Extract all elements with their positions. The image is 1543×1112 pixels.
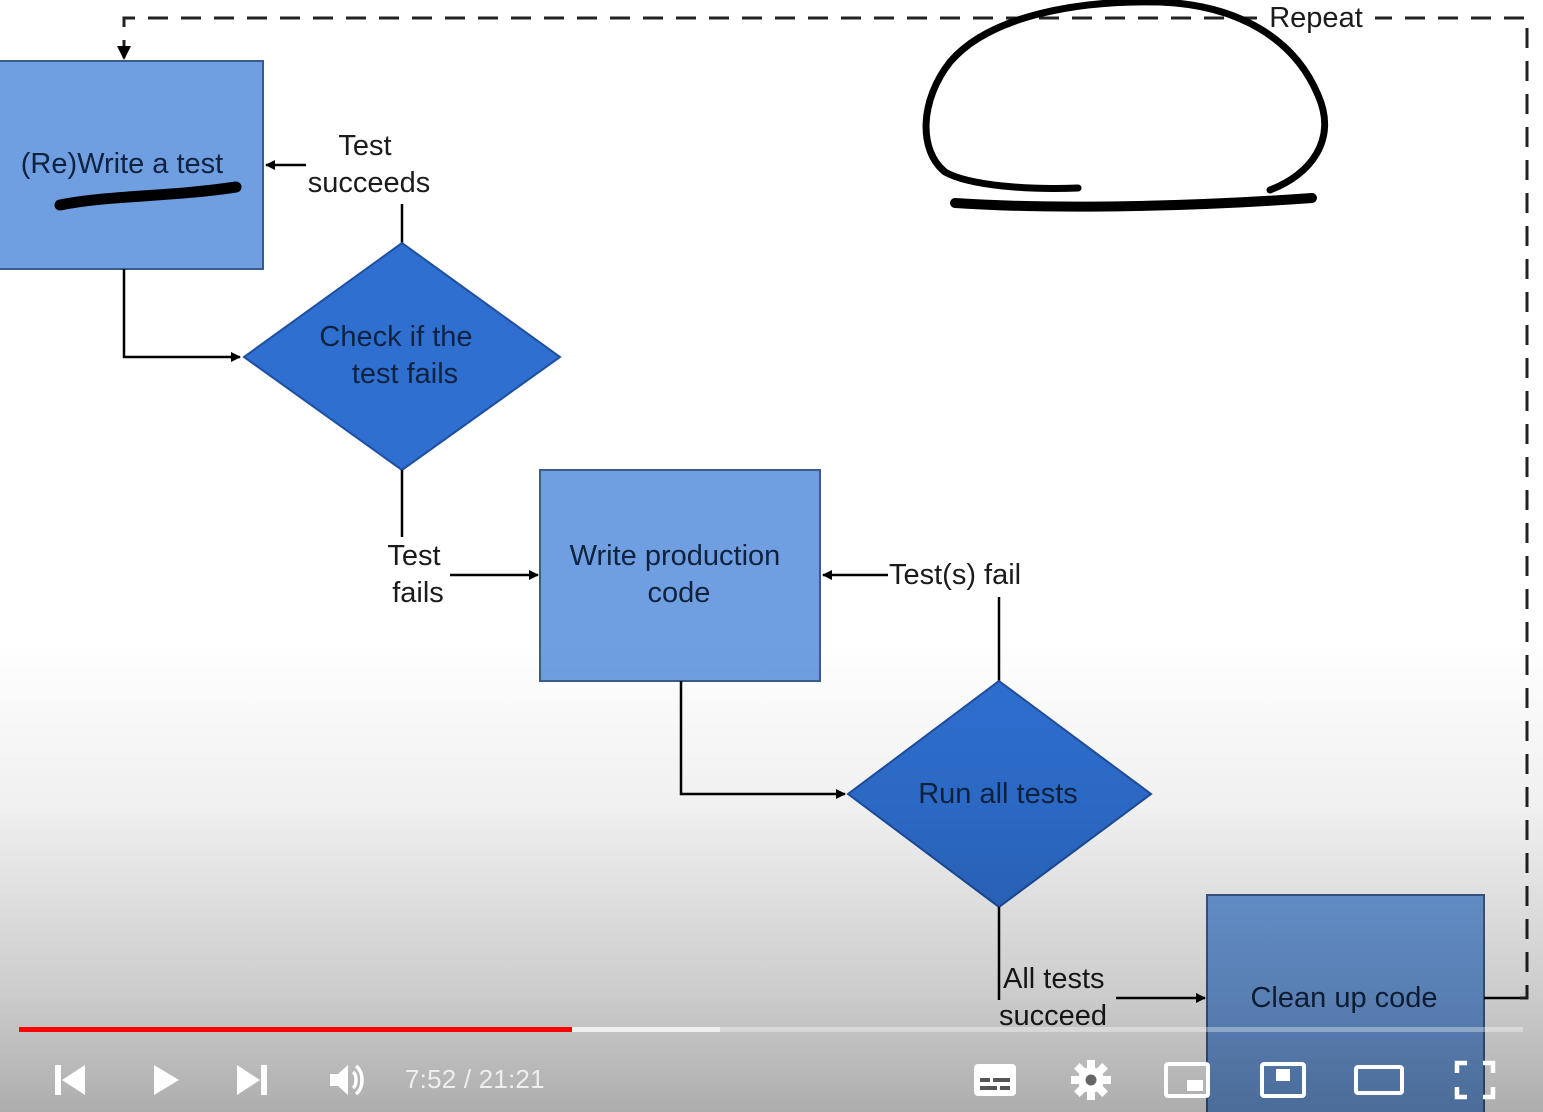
next-button[interactable] bbox=[226, 1048, 278, 1112]
edge-label-test-succeeds: Test succeeds bbox=[308, 130, 431, 199]
wide-mode-icon bbox=[1354, 1065, 1404, 1095]
miniplayer-button[interactable] bbox=[1160, 1048, 1214, 1112]
miniplayer-icon bbox=[1164, 1062, 1210, 1098]
fullscreen-button[interactable] bbox=[1448, 1048, 1502, 1112]
node-check-fails bbox=[242, 241, 562, 472]
settings-button[interactable] bbox=[1064, 1048, 1118, 1112]
node-write-test bbox=[0, 60, 264, 270]
time-display: 7:52 / 21:21 bbox=[405, 1064, 545, 1094]
previous-icon bbox=[55, 1065, 85, 1095]
settings-gear-icon bbox=[1071, 1060, 1111, 1100]
node-clean-up-code-label: Clean up code bbox=[1250, 982, 1437, 1014]
volume-icon bbox=[330, 1064, 364, 1096]
node-write-production-code-label: Write production code bbox=[570, 540, 789, 609]
play-icon bbox=[154, 1065, 179, 1095]
edge-label-tests-fail: Test(s) fail bbox=[889, 559, 1021, 591]
repeat-label: Repeat bbox=[1269, 2, 1363, 34]
node-run-all-tests-label: Run all tests bbox=[918, 778, 1078, 810]
subtitles-button[interactable] bbox=[968, 1048, 1022, 1112]
progress-track bbox=[19, 1027, 1523, 1032]
node-write-production-code bbox=[539, 469, 821, 682]
handdrawn-scribble-underline bbox=[950, 193, 1317, 212]
next-icon bbox=[237, 1065, 267, 1095]
edge-code-to-run bbox=[679, 681, 846, 799]
handdrawn-scribble-loop bbox=[922, 0, 1329, 194]
repeat-loop-line bbox=[122, 16, 1529, 1000]
wide-mode-button[interactable] bbox=[1352, 1048, 1406, 1112]
node-write-test-label: (Re)Write a test bbox=[21, 148, 224, 180]
edge-write-to-check bbox=[122, 269, 241, 362]
volume-button[interactable] bbox=[320, 1048, 372, 1112]
previous-button[interactable] bbox=[44, 1048, 96, 1112]
theater-mode-button[interactable] bbox=[1256, 1048, 1310, 1112]
progress-played bbox=[19, 1027, 573, 1032]
fullscreen-icon bbox=[1454, 1060, 1496, 1100]
node-check-fails-label: Check if the test fails bbox=[319, 321, 480, 390]
node-clean-up-code bbox=[1206, 894, 1485, 1112]
repeat-arrowhead bbox=[117, 46, 131, 60]
progress-bar[interactable] bbox=[19, 1024, 1523, 1034]
theater-mode-icon bbox=[1260, 1062, 1306, 1098]
subtitles-icon bbox=[974, 1064, 1016, 1096]
play-button[interactable] bbox=[138, 1048, 190, 1112]
handdrawn-underline-mark bbox=[54, 181, 242, 211]
edge-label-test-fails: Test fails bbox=[387, 540, 448, 609]
edge-label-all-succeed: All tests succeed bbox=[999, 963, 1113, 1032]
